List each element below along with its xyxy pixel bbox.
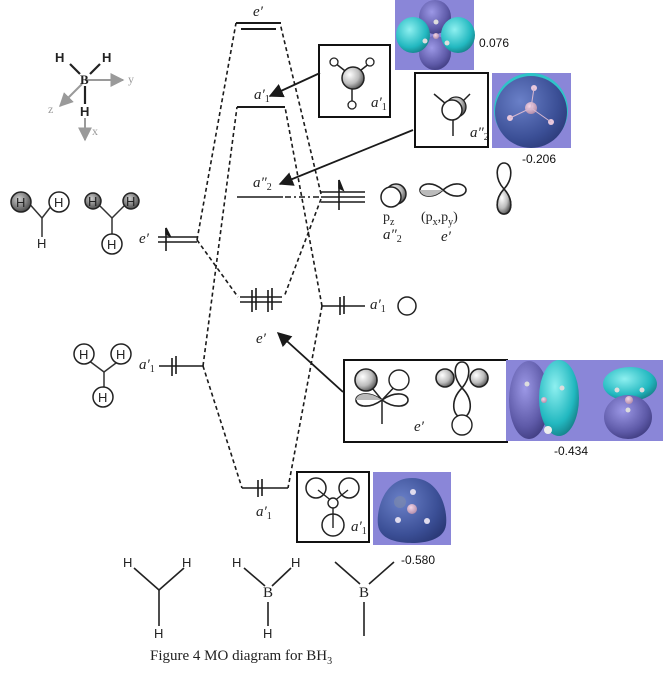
atom-h: H (291, 555, 301, 570)
atom-h: H (88, 194, 98, 209)
bond (89, 63, 101, 75)
correlation-line (287, 305, 323, 489)
pointer-arrow-e-bonding (276, 332, 344, 393)
electron-spin-head (338, 179, 345, 192)
h-orbital (101, 233, 123, 255)
coordinate-axes (59, 63, 125, 142)
label-b-a1: a′1 (370, 297, 386, 315)
atom-b: B (263, 585, 274, 601)
surface-a2-nonbonding (492, 73, 571, 148)
atom-h: H (80, 104, 90, 119)
label-pz-symmetry: a″2 (383, 227, 402, 245)
box-label-e-bonding: e′ (414, 419, 424, 435)
e-bonding-sketch-2 (435, 361, 489, 436)
electron-spin-head (165, 227, 172, 238)
correlation-line (202, 106, 238, 367)
atom-b: B (80, 72, 89, 87)
h3-levels (158, 236, 203, 367)
h-orbital (110, 343, 132, 365)
h3-salc-e-2 (84, 192, 140, 255)
correlation-line (284, 106, 323, 307)
atom-h: H (154, 626, 164, 641)
h-orbital-shaded (84, 192, 102, 210)
figure-caption: Figure 4 MO diagram for BH3 (150, 648, 333, 667)
b-levels (321, 191, 365, 307)
a1-antibonding-sketch (329, 57, 375, 110)
correlation-line (202, 365, 243, 489)
surface-a1-bonding (373, 472, 451, 545)
axis-label-y: y (128, 72, 134, 86)
b-px-orbital (419, 183, 467, 197)
box-label-a1-bonding: a′1 (351, 519, 367, 537)
b-py-orbital (496, 162, 512, 215)
h3-salc-a1 (73, 343, 132, 408)
electrons (165, 179, 345, 497)
b-s-orbital (397, 296, 417, 316)
atom-h: H (102, 50, 112, 65)
h-orbital (48, 191, 70, 213)
atom-h: H (126, 194, 136, 209)
structure-h3 (133, 567, 185, 626)
correlation-line (279, 22, 322, 195)
h-orbital (92, 386, 114, 408)
pointer-arrow-a2-nonbonding (278, 129, 414, 186)
label-mo-a1-bonding: a′1 (256, 504, 272, 522)
surface-e-bonding (506, 360, 663, 441)
h-orbital-shaded (10, 191, 32, 213)
surface-e-antibonding (395, 0, 475, 70)
atom-b: B (359, 585, 370, 601)
h-orbital-shaded (122, 192, 140, 210)
structure-b-frame (334, 561, 395, 636)
atom-h: H (107, 237, 117, 252)
correlation-lines (196, 22, 323, 489)
pointer-arrow-a1-antibonding (268, 72, 321, 98)
atom-h: H (16, 195, 26, 210)
label-h3-e: e′ (139, 231, 149, 247)
h3-salc-e-1 (10, 191, 70, 237)
energy-a2-nonbonding: -0.206 (522, 152, 557, 166)
label-pxy: (px,py) (421, 210, 458, 228)
atom-h: H (55, 50, 65, 65)
a2-nonbonding-sketch (433, 93, 471, 136)
label-pz: pz (383, 210, 395, 228)
energy-a1-bonding: -0.580 (401, 553, 436, 567)
atom-h: H (79, 347, 89, 362)
atom-h: H (182, 555, 192, 570)
label-mo-e-antibonding: e′ (253, 4, 263, 20)
label-pxy-symmetry: e′ (441, 229, 451, 245)
atom-h: H (37, 236, 47, 251)
z-axis-arrow (59, 83, 83, 107)
label-mo-e-bonding: e′ (256, 331, 266, 347)
box-label-a2-nonbonding: a″2 (470, 125, 489, 143)
atom-h: H (263, 626, 273, 641)
label-h3-a1: a′1 (139, 357, 155, 375)
atom-h: H (98, 390, 108, 405)
energy-e-bonding: -0.434 (554, 444, 589, 458)
a1-bonding-sketch (305, 477, 360, 537)
mo-levels (236, 22, 288, 489)
b-pz-orbital (380, 183, 407, 208)
energy-e-antibonding: 0.076 (479, 36, 510, 50)
bond (69, 63, 81, 75)
atom-h: H (232, 555, 242, 570)
axis-label-x: x (92, 124, 98, 138)
e-bonding-sketch-1 (354, 368, 410, 424)
atom-h: H (123, 555, 133, 570)
label-mo-a1-antibonding: a′1 (254, 87, 270, 105)
atom-h: H (116, 347, 126, 362)
atom-h: H (54, 195, 64, 210)
box-label-a1-antibonding: a′1 (371, 95, 387, 113)
structure-bh3 (243, 567, 292, 626)
label-mo-a2-nonbonding: a″2 (253, 175, 272, 193)
h-orbital (73, 343, 95, 365)
axis-label-z: z (48, 102, 54, 116)
correlation-line (196, 239, 239, 298)
correlation-line (283, 198, 322, 298)
correlation-line (196, 22, 237, 241)
